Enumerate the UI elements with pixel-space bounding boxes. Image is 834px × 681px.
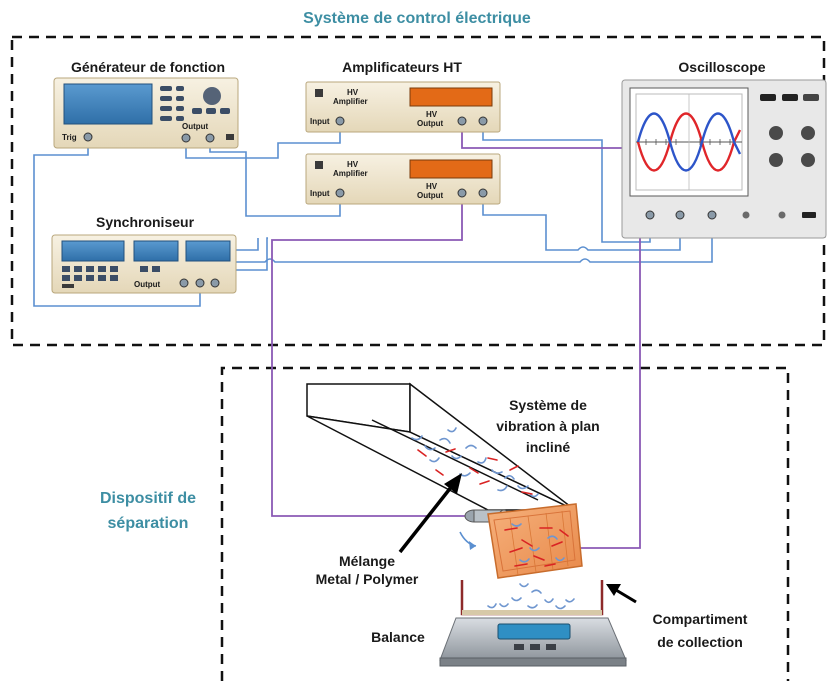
scope-channel-1 (645, 210, 655, 220)
synchronizer-output-label: Output (134, 280, 161, 289)
amp1-hv-label: HV (347, 88, 359, 97)
amp1-input-connector (335, 116, 345, 126)
hv-amplifier-1: HV Amplifier Input HV Output (305, 81, 501, 133)
vibration-system-label-line3: incliné (526, 439, 571, 455)
falling-direction-arrow (459, 531, 477, 547)
amp2-output-connector-2 (478, 188, 488, 198)
vibration-system-label-line1: Système de (509, 397, 587, 413)
function-generator: Générateur de fonction Trig Output (53, 59, 239, 149)
compartment-arrow (606, 584, 637, 604)
amp2-hv-output-label: Output (417, 191, 444, 200)
sync-output-connector-3 (210, 278, 220, 288)
amp1-hv-output-hv: HV (426, 110, 438, 119)
amp1-input-label: Input (310, 117, 330, 126)
generator-output-label: Output (182, 122, 209, 131)
balance-scale (439, 617, 627, 667)
signal-wires (33, 124, 713, 307)
falling-particles (487, 583, 575, 610)
control-system-title: Système de control électrique (303, 10, 531, 27)
separation-device-title-line2: séparation (108, 515, 189, 532)
scope-trace-blue (636, 112, 742, 172)
function-generator-label: Générateur de fonction (71, 59, 225, 75)
scope-channel-3 (707, 210, 717, 220)
generator-trig-label: Trig (62, 133, 77, 142)
amp2-input-label: Input (310, 189, 330, 198)
amp1-amplifier-label: Amplifier (333, 97, 368, 106)
collection-compartment (460, 580, 604, 616)
oscilloscope-label: Oscilloscope (678, 59, 765, 75)
scope-channel-2 (675, 210, 685, 220)
oscilloscope: Oscilloscope (621, 59, 827, 239)
generator-knob-icon (203, 87, 221, 105)
amp1-output-connector-1 (457, 116, 467, 126)
amp1-hv-output-label: Output (417, 119, 444, 128)
mixture-arrow (398, 473, 462, 554)
amp2-display (409, 159, 493, 179)
mixture-label-line2: Metal / Polymer (316, 571, 419, 587)
scope-ticks (645, 139, 731, 145)
separation-device-frame (220, 366, 790, 681)
amp1-display (409, 87, 493, 107)
scope-trace-red (636, 112, 742, 172)
amp2-input-connector (335, 188, 345, 198)
amp2-amplifier-label: Amplifier (333, 169, 368, 178)
generator-output-connector-1 (181, 133, 191, 143)
mixture-label-line1: Mélange (339, 553, 395, 569)
generator-output-connector-2 (205, 133, 215, 143)
amp2-output-connector-1 (457, 188, 467, 198)
synchronizer-label: Synchroniseur (96, 214, 195, 230)
balance-display (497, 623, 571, 640)
generator-screen (63, 83, 153, 125)
amp1-output-connector-2 (478, 116, 488, 126)
hv-amplifiers-label: Amplificateurs HT (342, 59, 462, 75)
plate-electrode (487, 503, 583, 579)
compartment-label-line2: de collection (657, 634, 743, 650)
hv-amplifier-2: HV Amplifier Input HV Output (305, 153, 501, 205)
generator-trig-connector (83, 132, 93, 142)
synchronizer: Synchroniseur Output (51, 214, 237, 294)
sync-output-connector-1 (179, 278, 189, 288)
compartment-label-line1: Compartiment (653, 611, 748, 627)
sync-output-connector-2 (195, 278, 205, 288)
vibration-system-label-line2: vibration à plan (496, 418, 599, 434)
separation-device-title-line1: Dispositif de (100, 490, 196, 507)
amp2-hv-label: HV (347, 160, 359, 169)
amp2-hv-output-hv: HV (426, 182, 438, 191)
balance-label: Balance (371, 629, 425, 645)
